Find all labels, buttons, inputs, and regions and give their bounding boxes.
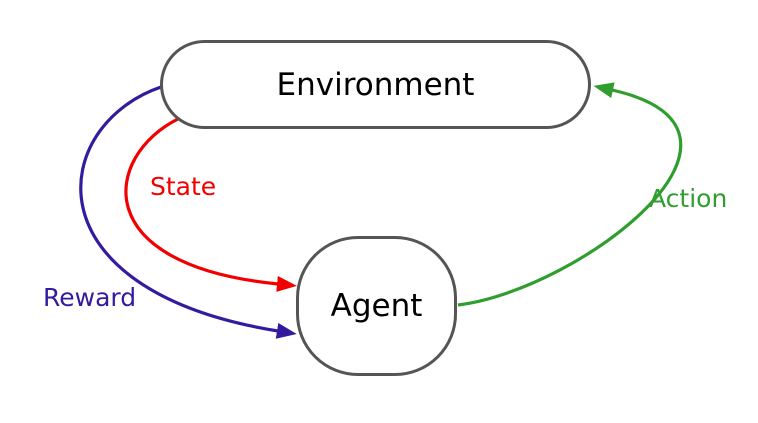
environment-node: Environment	[160, 40, 591, 129]
state-edge-label: State	[150, 172, 217, 201]
state-edge	[124, 117, 297, 292]
reward-edge	[79, 85, 297, 339]
agent-node: Agent	[296, 236, 457, 376]
action-edge-label: Action	[649, 184, 728, 213]
agent-node-label: Agent	[330, 288, 423, 324]
environment-node-label: Environment	[276, 66, 475, 103]
action-edge	[457, 82, 683, 307]
reward-edge-label: Reward	[43, 283, 137, 312]
